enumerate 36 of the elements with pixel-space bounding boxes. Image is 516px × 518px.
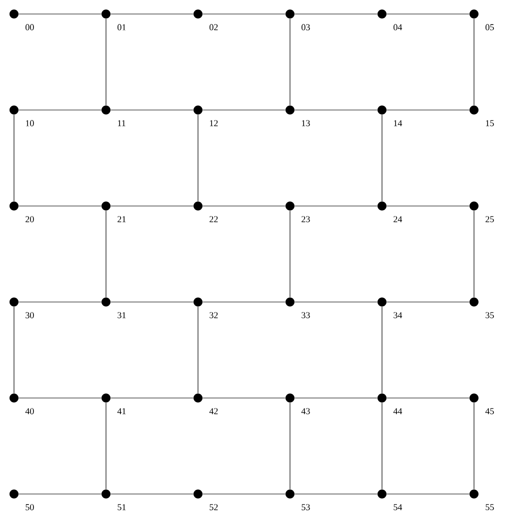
vertex-label: 31: [118, 312, 126, 318]
vertex-label: 01: [118, 24, 126, 30]
vertex-label: 32: [210, 312, 218, 318]
vertex-label: 04: [394, 24, 402, 30]
vertex-label: 20: [26, 216, 34, 222]
vertex-label: 02: [210, 24, 218, 30]
vertex-label: 05: [486, 24, 494, 30]
vertex-label: 44: [393, 408, 402, 414]
vertex-label: 52: [210, 504, 218, 510]
vertex-label: 41: [117, 408, 126, 414]
vertex-label: 25: [486, 216, 494, 222]
vertex-label: 42: [209, 408, 218, 414]
vertex-label: 35: [486, 312, 494, 318]
vertex-label: 51: [118, 504, 126, 510]
vertex-label: 30: [26, 312, 34, 318]
vertex-label: 45: [485, 408, 494, 414]
vertex-label: 33: [302, 312, 310, 318]
vertex-label: 12: [210, 120, 218, 126]
vertex-label: 10: [26, 120, 34, 126]
vertex-label: 00: [26, 24, 34, 30]
vertex-label: 21: [118, 216, 126, 222]
vertex-label: 34: [394, 312, 402, 318]
vertex-label: 53: [302, 504, 310, 510]
vertex-label: 40: [25, 408, 34, 414]
vertex-label: 55: [486, 504, 494, 510]
vertex-label: 14: [394, 120, 402, 126]
vertex-label: 24: [394, 216, 402, 222]
vertex-label: 23: [302, 216, 310, 222]
vertex-label: 50: [26, 504, 34, 510]
vertex-label: 03: [302, 24, 310, 30]
vertex-label: 43: [301, 408, 310, 414]
vertex-label: 11: [118, 120, 126, 126]
vertex-label: 15: [486, 120, 494, 126]
vertex-label: 22: [210, 216, 218, 222]
vertex-label: 54: [394, 504, 402, 510]
vertex-label: 13: [302, 120, 310, 126]
